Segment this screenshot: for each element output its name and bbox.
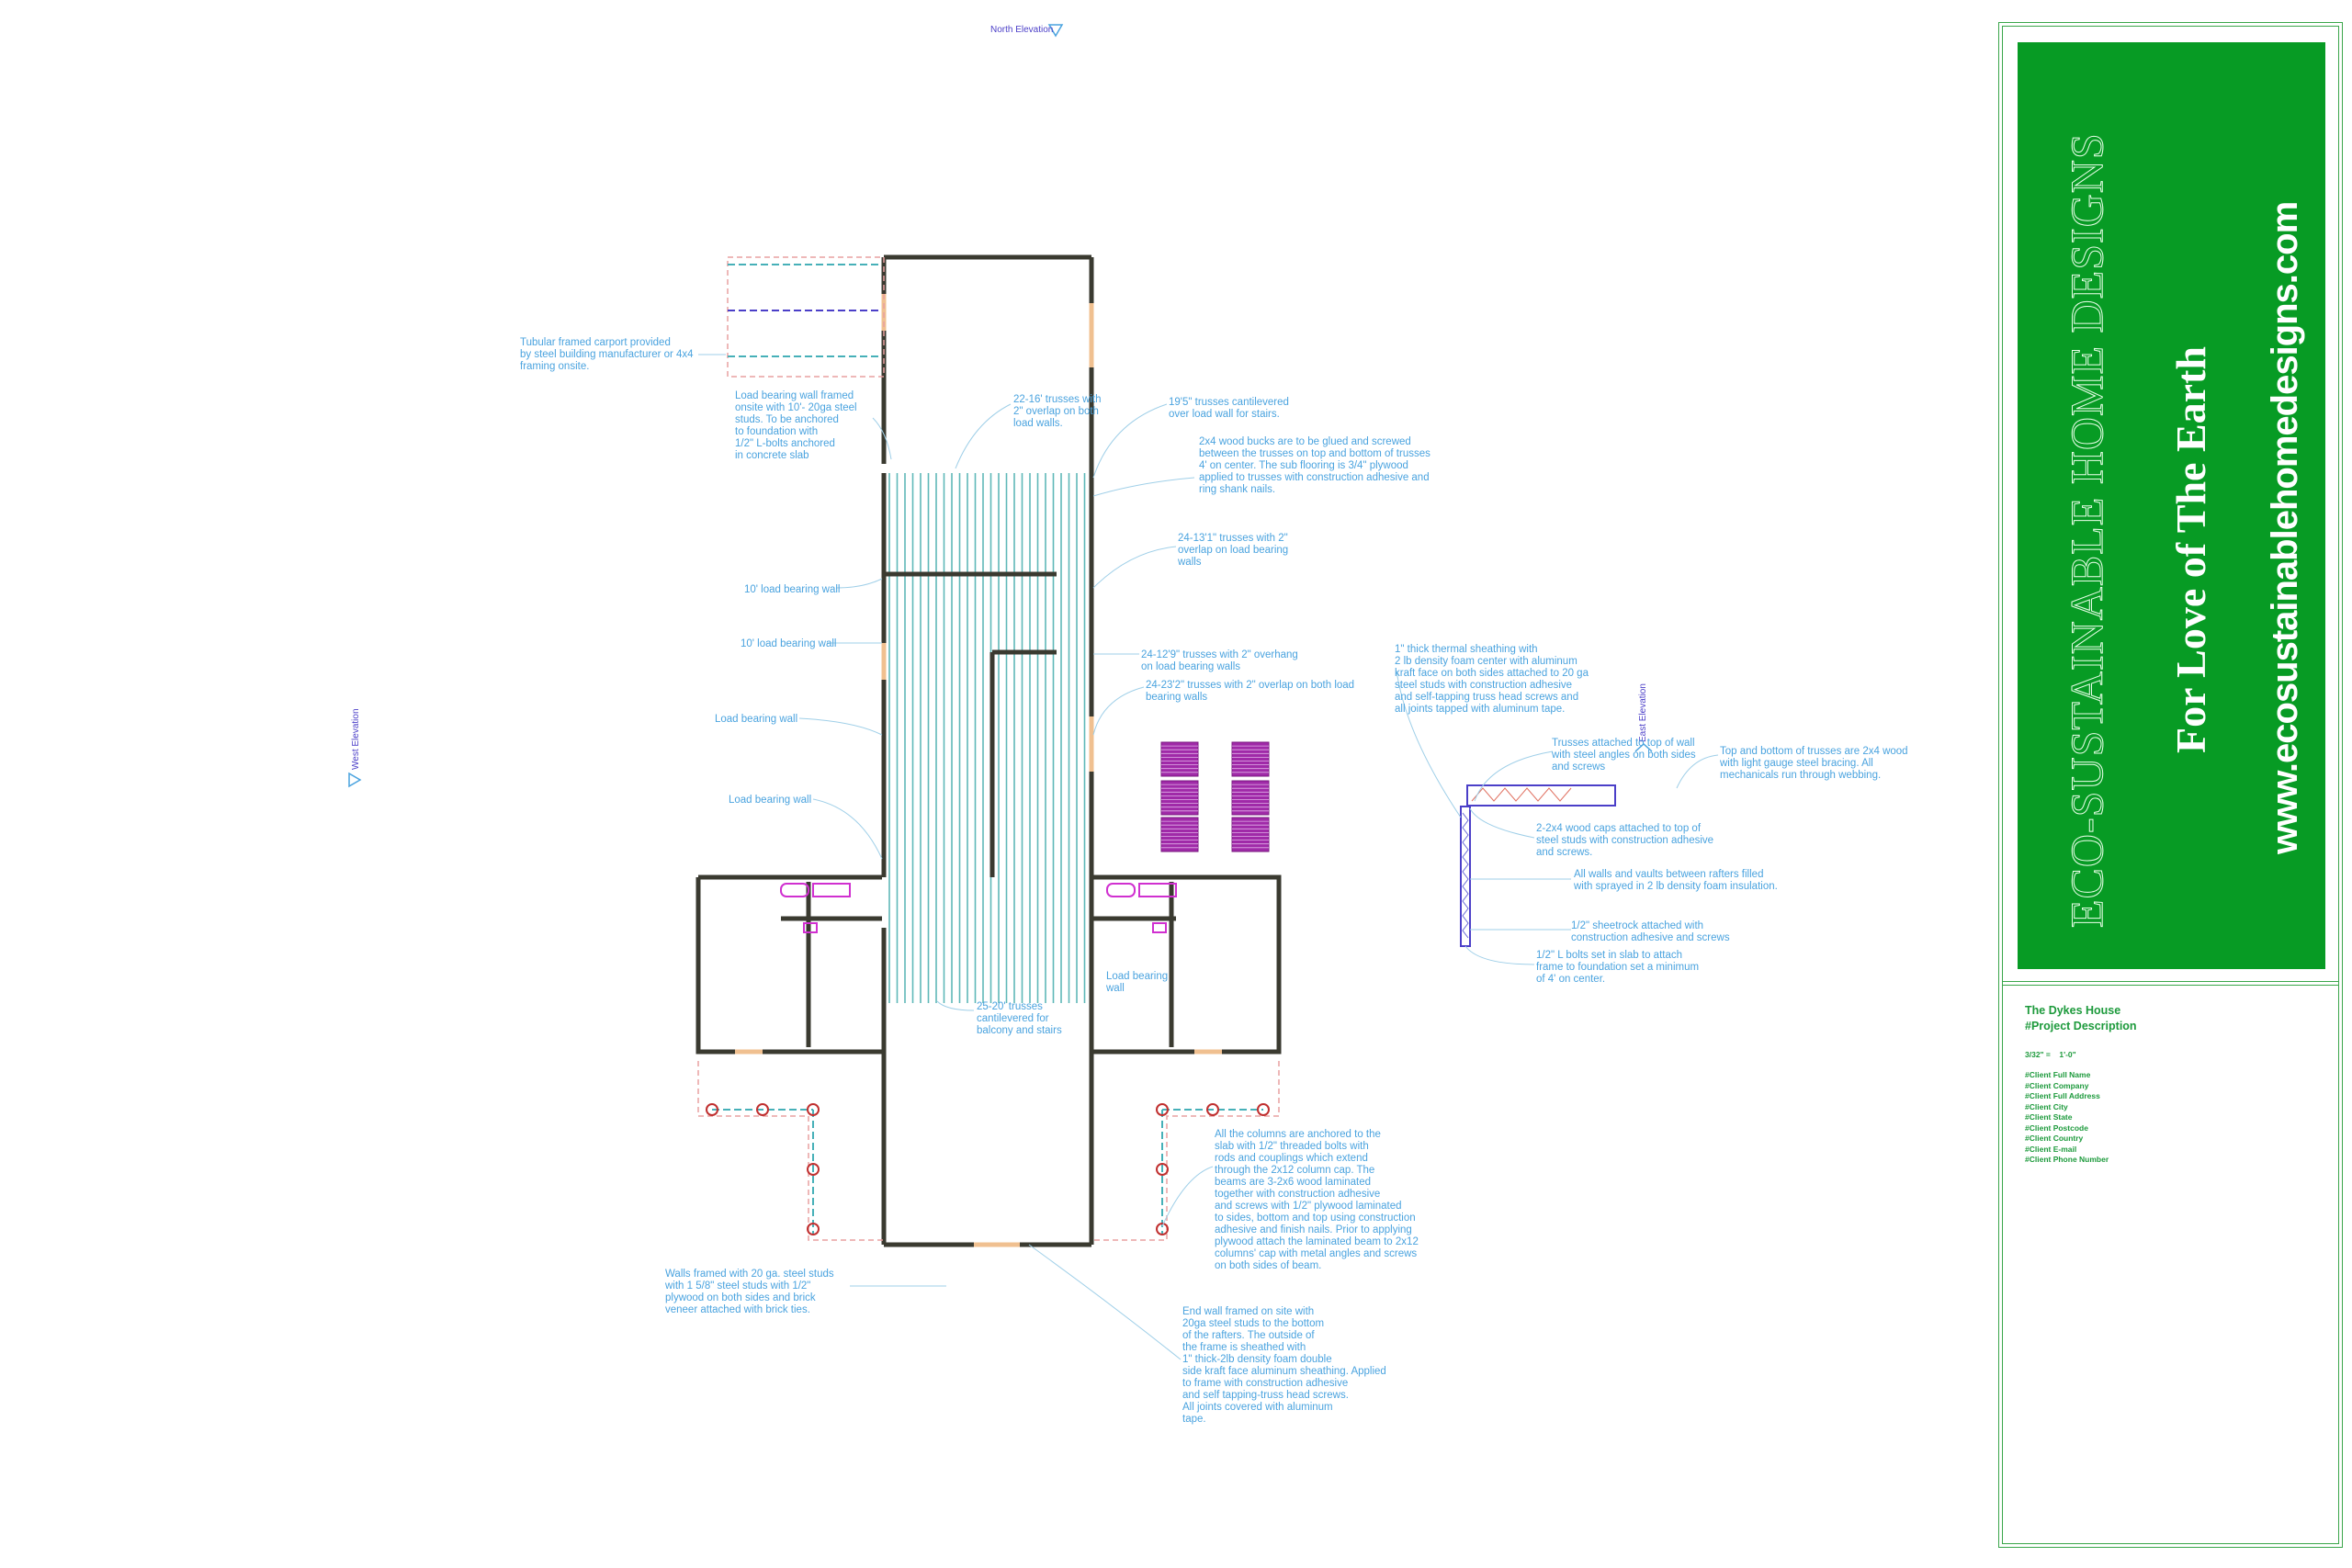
note-columns: All the columns are anchored to the slab… xyxy=(1215,1129,1419,1271)
carport-beams xyxy=(712,264,1263,1235)
client-field: #Client Country xyxy=(2025,1134,2084,1143)
east-elevation-label: East Elevation xyxy=(1638,683,1648,742)
carport-outline xyxy=(697,256,1280,1241)
note-truss-top-bottom: Top and bottom of trusses are 2x4 wood w… xyxy=(1720,746,1908,781)
client-field: #Client Full Address xyxy=(2025,1091,2100,1100)
note-load-wall-framed: Load bearing wall framed onsite with 10'… xyxy=(735,390,857,461)
note-load-wall-a: Load bearing wall xyxy=(715,714,798,725)
title-block-divider xyxy=(2002,981,2338,986)
leader-lines xyxy=(698,354,1719,1360)
note-foam-insulation: All walls and vaults between rafters fil… xyxy=(1574,869,1778,892)
bathroom-fixtures xyxy=(780,883,1177,933)
solar-panel xyxy=(1231,817,1270,852)
floor-trusses xyxy=(888,473,1086,1003)
client-field: #Client E-mail xyxy=(2025,1144,2077,1154)
note-l-bolts: 1/2" L bolts set in slab to attach frame… xyxy=(1536,950,1700,985)
solar-panel xyxy=(1160,780,1199,816)
note-carport: Tubular framed carport provided by steel… xyxy=(520,337,694,372)
solar-panel xyxy=(1231,780,1270,816)
north-elevation-label: North Elevation xyxy=(990,25,1054,35)
client-field: #Client State xyxy=(2025,1112,2073,1122)
client-field: #Client Full Name xyxy=(2025,1070,2091,1079)
note-trusses-25-20: 25-20' trusses cantilevered for balcony … xyxy=(977,1001,1062,1036)
columns xyxy=(706,1103,1270,1235)
company-name: ECO-SUSTAINABLE HOME DESIGNS xyxy=(2061,132,2113,929)
company-slogan: For Love of The Earth xyxy=(2167,346,2214,753)
client-fields: #Client Full Name #Client Company #Clien… xyxy=(2025,1070,2137,1166)
title-block-border xyxy=(2002,26,2339,1544)
note-walls-framed: Walls framed with 20 ga. steel studs wit… xyxy=(665,1269,834,1315)
note-trusses-attached: Trusses attached to top of wall with ste… xyxy=(1552,738,1696,773)
note-end-wall: End wall framed on site with 20ga steel … xyxy=(1182,1306,1386,1425)
solar-panel xyxy=(1231,741,1270,777)
project-description: #Project Description xyxy=(2025,1020,2137,1032)
note-trusses-24-13-1: 24-13'1" trusses with 2" overlap on load… xyxy=(1178,533,1289,568)
note-trusses-24-23-2: 24-23'2" trusses with 2" overlap on both… xyxy=(1146,680,1355,703)
note-sheetrock: 1/2" sheetrock attached with constructio… xyxy=(1571,920,1730,943)
drawing-scale: 3/32" = 1'-0" xyxy=(2025,1050,2076,1059)
elevation-markers xyxy=(348,24,1653,788)
client-field: #Client City xyxy=(2025,1101,2068,1111)
company-website: www.ecosustainablehomedesigns.com xyxy=(2265,201,2305,854)
title-block-logo-panel xyxy=(2018,42,2325,969)
note-trusses-24-12-9: 24-12'9" trusses with 2" overhang on loa… xyxy=(1141,649,1298,672)
note-thermal-sheathing: 1" thick thermal sheathing with 2 lb den… xyxy=(1395,644,1589,715)
solar-panels xyxy=(1160,741,1270,852)
project-name: The Dykes House xyxy=(2025,1004,2121,1017)
west-elevation-label: West Elevation xyxy=(351,708,361,770)
client-field: #Client Phone Number xyxy=(2025,1155,2109,1164)
note-load-wall-c: Load bearing wall xyxy=(1106,971,1169,994)
solar-panel xyxy=(1160,817,1199,852)
solar-panel xyxy=(1160,741,1199,777)
note-trusses-22-16: 22-16' trusses with 2" overlap on both l… xyxy=(1013,394,1102,429)
client-field: #Client Postcode xyxy=(2025,1122,2088,1133)
note-load-wall-10-b: 10' load bearing wall xyxy=(741,638,837,649)
note-wood-caps: 2-2x4 wood caps attached to top of steel… xyxy=(1536,823,1714,858)
project-info: The Dykes House #Project Description 3/3… xyxy=(2025,1003,2137,1166)
note-trusses-19-5: 19'5" trusses cantilevered over load wal… xyxy=(1169,397,1289,420)
note-load-wall-10-a: 10' load bearing wall xyxy=(744,584,841,595)
note-wood-bucks: 2x4 wood bucks are to be glued and screw… xyxy=(1199,436,1430,495)
client-field: #Client Company xyxy=(2025,1080,2089,1090)
note-load-wall-b: Load bearing wall xyxy=(729,795,812,806)
